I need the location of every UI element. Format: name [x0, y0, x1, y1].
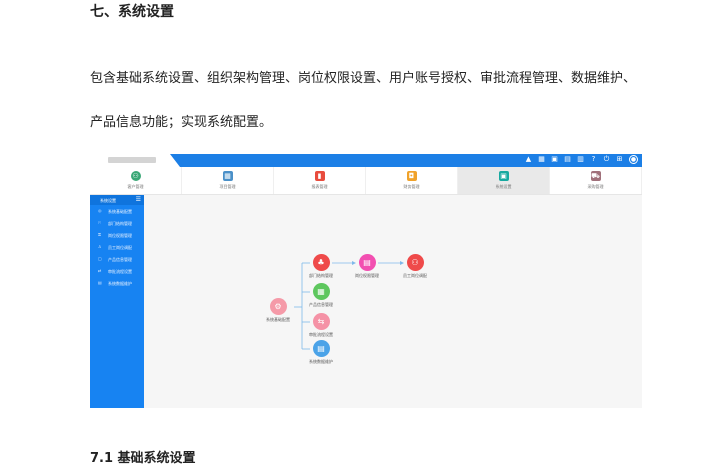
- sidebar-item-data[interactable]: ▤ 系统数据维护: [90, 277, 144, 289]
- tab-settings[interactable]: ▣ 系统设置: [458, 167, 550, 194]
- tab-label: 采购管理: [587, 184, 604, 189]
- org-icon: ⚐: [98, 220, 102, 225]
- tab-label: 项目管理: [219, 184, 236, 189]
- flow-connectors: [294, 261, 404, 350]
- person-icon: ⚇: [406, 254, 424, 271]
- flow-node-label: 系统基础配置: [266, 317, 290, 322]
- tab-label: 报表管理: [311, 184, 328, 189]
- sidebar-item-basic-config[interactable]: ◎ 系统基础配置: [90, 205, 144, 217]
- sidebar-item-label: 审批流程设置: [108, 269, 132, 274]
- flow-node-department[interactable]: ♣ 部门结构管理: [306, 254, 336, 279]
- arrow-head: [352, 261, 356, 265]
- arrow-head: [400, 261, 404, 265]
- flow-node-label: 产品信息管理: [309, 302, 333, 307]
- org-icon: ♣: [312, 254, 330, 271]
- tab-finance[interactable]: ◘ 财务管理: [366, 167, 458, 194]
- settings-icon: ▣: [498, 171, 509, 181]
- app-logo: [108, 157, 156, 163]
- database-icon: ▤: [312, 340, 330, 357]
- search-icon: ⚙: [269, 298, 287, 315]
- sidebar: 系统设置 ☰ ◎ 系统基础配置 ⚐ 部门结构管理 ⚿ 岗位权限管理 ♙ 员工岗位…: [90, 195, 144, 408]
- wallet-icon: ◘: [406, 171, 417, 181]
- sidebar-item-label: 员工岗位调配: [108, 245, 132, 250]
- sidebar-item-label: 部门结构管理: [108, 221, 132, 226]
- flow-node-label: 岗位权限管理: [355, 273, 379, 278]
- flow-node-approval[interactable]: ⇆ 审批流程设置: [306, 313, 336, 338]
- sidebar-title: 系统设置: [100, 198, 116, 203]
- grid-icon[interactable]: ▦: [538, 155, 545, 163]
- subsection-heading: 7.1 基础系统设置: [90, 451, 196, 466]
- menu-icon[interactable]: ☰: [135, 196, 141, 203]
- flow-icon: ⇆: [312, 313, 330, 330]
- sidebar-header: 系统设置 ☰: [90, 195, 144, 205]
- system-settings-screenshot: ▲ ▦ ▣ ▤ ▥ ? ⏻ ⊞ ● ⚇ 客户管理 ▦ 项目管理 ▮ 报表管理 ◘…: [90, 154, 642, 408]
- tab-purchase[interactable]: ⛟ 采购管理: [550, 167, 642, 194]
- sidebar-item-label: 产品信息管理: [108, 257, 132, 262]
- flow-icon: ⇄: [98, 268, 102, 273]
- tab-report[interactable]: ▮ 报表管理: [274, 167, 366, 194]
- sidebar-item-approval[interactable]: ⇄ 审批流程设置: [90, 265, 144, 277]
- user-icon[interactable]: ●: [629, 155, 638, 164]
- topbar-accent: [170, 154, 642, 167]
- tab-label: 系统设置: [495, 184, 512, 189]
- sidebar-item-department[interactable]: ⚐ 部门结构管理: [90, 217, 144, 229]
- intro-paragraph-line-1: 包含基础系统设置、组织架构管理、岗位权限设置、用户账号授权、审批流程管理、数据维…: [90, 71, 637, 86]
- flow-node-label: 系统数据维护: [309, 359, 333, 364]
- windows-icon[interactable]: ⊞: [616, 155, 623, 163]
- flow-node-products[interactable]: ▦ 产品信息管理: [306, 283, 336, 308]
- tab-project[interactable]: ▦ 项目管理: [182, 167, 274, 194]
- bell-icon[interactable]: ▲: [525, 155, 532, 163]
- tab-label: 客户管理: [127, 184, 144, 189]
- box-icon: ▦: [312, 283, 330, 300]
- tab-customer[interactable]: ⚇ 客户管理: [90, 167, 182, 194]
- flow-diagram: ⚙ 系统基础配置 ♣ 部门结构管理 ▤ 岗位权限管理 ⚇ 员工岗位调配 ▦ 产品…: [144, 195, 642, 408]
- message-icon[interactable]: ▣: [551, 155, 558, 163]
- module-tabs: ⚇ 客户管理 ▦ 项目管理 ▮ 报表管理 ◘ 财务管理 ▣ 系统设置 ⛟ 采购管…: [90, 167, 642, 195]
- box-icon: ▢: [98, 256, 102, 261]
- sidebar-item-permissions[interactable]: ⚿ 岗位权限管理: [90, 229, 144, 241]
- flow-node-basic-config[interactable]: ⚙ 系统基础配置: [263, 298, 293, 323]
- flow-node-label: 部门结构管理: [309, 273, 333, 278]
- sidebar-item-label: 系统数据维护: [108, 281, 132, 286]
- flow-node-data[interactable]: ▤ 系统数据维护: [306, 340, 336, 365]
- help-icon[interactable]: ?: [591, 155, 596, 163]
- bar-chart-icon: ▮: [314, 171, 325, 181]
- flow-node-staff[interactable]: ⚇ 员工岗位调配: [400, 254, 430, 279]
- calendar-icon: ▦: [222, 171, 233, 181]
- tab-label: 财务管理: [403, 184, 420, 189]
- sidebar-item-label: 系统基础配置: [108, 209, 132, 214]
- app-topbar: ▲ ▦ ▣ ▤ ▥ ? ⏻ ⊞ ●: [90, 154, 642, 167]
- intro-paragraph-line-2: 产品信息功能；实现系统配置。: [90, 115, 273, 130]
- sidebar-item-products[interactable]: ▢ 产品信息管理: [90, 253, 144, 265]
- flow-node-label: 审批流程设置: [309, 332, 333, 337]
- topbar-icons: ▲ ▦ ▣ ▤ ▥ ? ⏻ ⊞ ●: [525, 155, 638, 164]
- search-icon: ◎: [98, 208, 102, 213]
- person-icon: ♙: [98, 244, 102, 249]
- power-icon[interactable]: ⏻: [603, 155, 610, 163]
- cart-icon: ⛟: [590, 171, 601, 181]
- key-icon: ⚿: [98, 232, 102, 237]
- key-icon: ▤: [358, 254, 376, 271]
- section-heading: 七、系统设置: [90, 4, 174, 20]
- layers-icon[interactable]: ▥: [577, 155, 584, 163]
- sidebar-item-staff[interactable]: ♙ 员工岗位调配: [90, 241, 144, 253]
- sidebar-item-label: 岗位权限管理: [108, 233, 132, 238]
- customer-icon: ⚇: [130, 171, 141, 181]
- flow-node-label: 员工岗位调配: [403, 273, 427, 278]
- flow-node-permissions[interactable]: ▤ 岗位权限管理: [352, 254, 382, 279]
- chart-icon[interactable]: ▤: [564, 155, 571, 163]
- database-icon: ▤: [98, 280, 102, 285]
